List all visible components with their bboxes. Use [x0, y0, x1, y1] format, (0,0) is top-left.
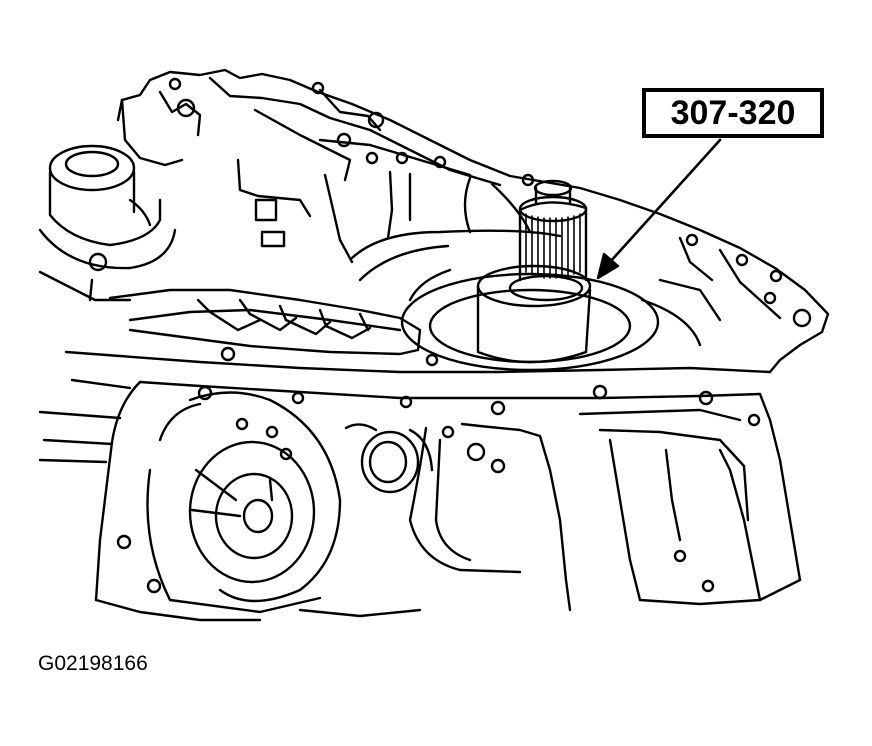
tool-spline-lines	[525, 213, 581, 279]
left-edge-lines	[38, 378, 132, 464]
callout-label-box: 307-320	[642, 88, 824, 138]
right-lower-compartments	[558, 408, 762, 612]
lower-left-bore	[146, 391, 342, 614]
lower-flange	[64, 350, 802, 602]
callout-leader	[596, 138, 722, 280]
figure-id: G02198166	[38, 652, 148, 675]
center-channel	[408, 422, 562, 574]
right-flange	[678, 233, 812, 328]
tool-307-320	[476, 179, 592, 364]
pump-hub	[38, 144, 177, 302]
mounting-bosses	[168, 77, 535, 187]
upper-housing-outline	[116, 68, 830, 374]
middle-bore	[344, 423, 455, 494]
inner-ribs	[236, 158, 532, 264]
gasket-rail	[108, 288, 439, 367]
bottom-outline	[94, 578, 802, 622]
callout-label-text: 307-320	[670, 93, 796, 132]
